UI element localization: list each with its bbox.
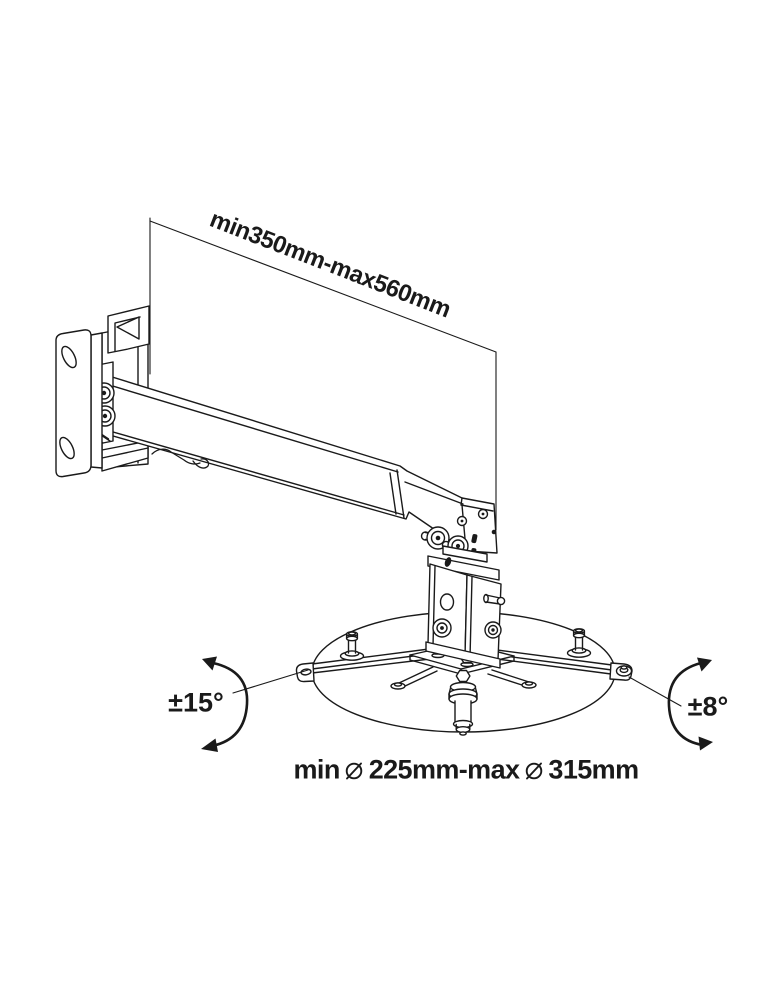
diameter-icon [345,762,363,780]
tilt-angle-left-label: ±15° [168,687,224,718]
rotation-arrow-left [201,656,249,752]
diameter-min-text: min [293,754,341,785]
diameter-icon [525,762,543,780]
head-bracket [425,555,506,669]
center-column [448,669,478,736]
tilt-angle-right-label: ±8° [687,691,729,722]
diameter-range-label: min 225mm-max 315mm [293,754,640,786]
rotation-arrow-right [667,657,713,751]
spider-bolt-right [566,628,592,658]
wall-bracket [55,329,210,478]
diameter-mid-text: 225mm-max [368,754,520,785]
spider-bolt-left [339,631,365,661]
mounting-arm [95,371,498,563]
dimension-lines [149,217,497,531]
diameter-max-text: 315mm [548,754,639,785]
